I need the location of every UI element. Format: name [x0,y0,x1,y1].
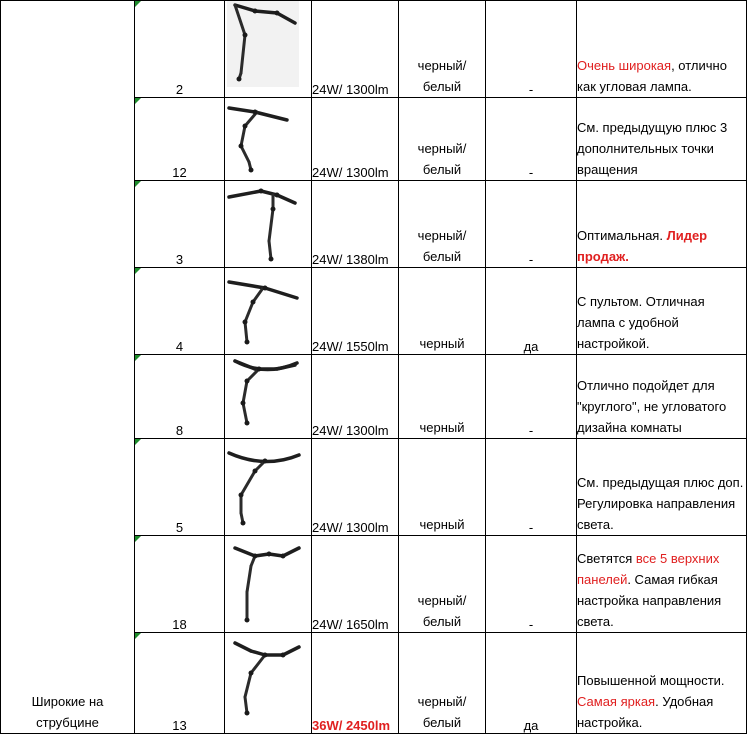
product-image-cell [224,267,312,355]
model-number-cell: 18 [134,535,225,633]
model-number-cell: 4 [134,267,225,355]
power-cell: 24W/ 1300lm [311,97,399,181]
product-image-cell [224,632,312,734]
desk-lamp-straight-icon [227,1,299,87]
color-cell: черный/ белый [398,535,486,633]
note-text: Самая яркая [577,694,656,709]
desk-lamp-multi-joint-icon [227,106,289,173]
remote-cell: - [485,438,577,536]
product-image-cell [224,97,312,181]
model-number-cell: 12 [134,97,225,181]
remote-cell: да [485,632,577,734]
comment-marker-icon [135,1,141,7]
remote-cell: да [485,267,577,355]
comment-marker-icon [135,355,141,361]
note-text: . Удобная настройка. [577,694,714,730]
desk-lamp-long-bar-icon [227,280,299,345]
note-cell: Очень широкая, отлично как угловая лампа… [576,0,747,98]
note-text: Светятся [577,551,636,566]
note-text: С пультом. Отличная лампа с удобной наст… [577,294,705,351]
product-image-cell [224,0,312,98]
note-cell: Отлично подойдет для "круглого", не угло… [576,354,747,439]
comment-marker-icon [135,181,141,187]
desk-lamp-five-panel-icon [233,546,301,623]
power-cell: 24W/ 1300lm [311,438,399,536]
remote-cell: - [485,97,577,181]
model-number: 13 [172,718,187,733]
model-number-cell: 8 [134,354,225,439]
color-cell: черный/ белый [398,0,486,98]
desk-lamp-t-shape-icon [227,188,297,262]
model-number: 12 [172,165,187,180]
note-cell: Светятся все 5 верхних панелей. Самая ги… [576,535,747,633]
note-text: Отлично подойдет для "круглого", не угло… [577,378,727,435]
comment-marker-icon [135,268,141,274]
product-image-cell [224,354,312,439]
power-cell: 24W/ 1650lm [311,535,399,633]
color-cell: черный [398,438,486,536]
power-cell: 24W/ 1300lm [311,0,399,98]
note-cell: Оптимальная. Лидер продаж. [576,180,747,268]
comment-marker-icon [135,633,141,639]
note-text: все 5 верхних панелей [577,551,720,587]
power-cell: 24W/ 1550lm [311,267,399,355]
product-image-cell [224,438,312,536]
model-number-cell: 2 [134,0,225,98]
desk-lamp-curved-bar-icon [233,359,299,426]
model-number: 2 [175,82,184,97]
color-cell: черный/ белый [398,97,486,181]
color-cell: черный/ белый [398,180,486,268]
model-number-cell: 3 [134,180,225,268]
note-cell: См. предыдущая плюс доп. Регулировка нап… [576,438,747,536]
product-image-cell [224,535,312,633]
note-text: Очень широкая [577,58,672,73]
note-text: Лидер продаж. [577,228,708,264]
note-text: Повышенной мощности. [577,673,725,688]
color-cell: черный [398,267,486,355]
note-text: Оптимальная. [577,228,667,243]
note-text: , отлично как угловая лампа. [577,58,727,94]
note-text: См. предыдущая плюс доп. Регулировка нап… [577,475,744,532]
remote-cell: - [485,535,577,633]
note-cell: См. предыдущую плюс 3 дополнительных точ… [576,97,747,181]
power-cell: 36W/ 2450lm [311,632,399,734]
comment-marker-icon [135,98,141,104]
model-number: 18 [172,617,187,632]
desk-lamp-high-power-icon [233,641,301,716]
model-number: 5 [175,520,184,535]
note-cell: Повышенной мощности. Самая яркая. Удобна… [576,632,747,734]
note-text: . Самая гибкая настройка направления све… [577,572,722,629]
remote-cell: - [485,354,577,439]
model-number-cell: 5 [134,438,225,536]
remote-cell: - [485,180,577,268]
color-cell: черный [398,354,486,439]
comment-marker-icon [135,439,141,445]
model-number: 4 [175,339,184,354]
remote-cell: - [485,0,577,98]
model-number: 3 [175,252,184,267]
desk-lamp-curved-bar-adjustable-icon [227,451,301,526]
note-text: См. предыдущую плюс 3 дополнительных точ… [577,120,728,177]
note-cell: С пультом. Отличная лампа с удобной наст… [576,267,747,355]
model-number: 8 [175,423,184,438]
model-number-cell: 13 [134,632,225,734]
comment-marker-icon [135,536,141,542]
color-cell: черный/ белый [398,632,486,734]
product-image-cell [224,180,312,268]
power-cell: 24W/ 1380lm [311,180,399,268]
category-cell: Широкие на струбцине [0,0,135,734]
power-cell: 24W/ 1300lm [311,354,399,439]
